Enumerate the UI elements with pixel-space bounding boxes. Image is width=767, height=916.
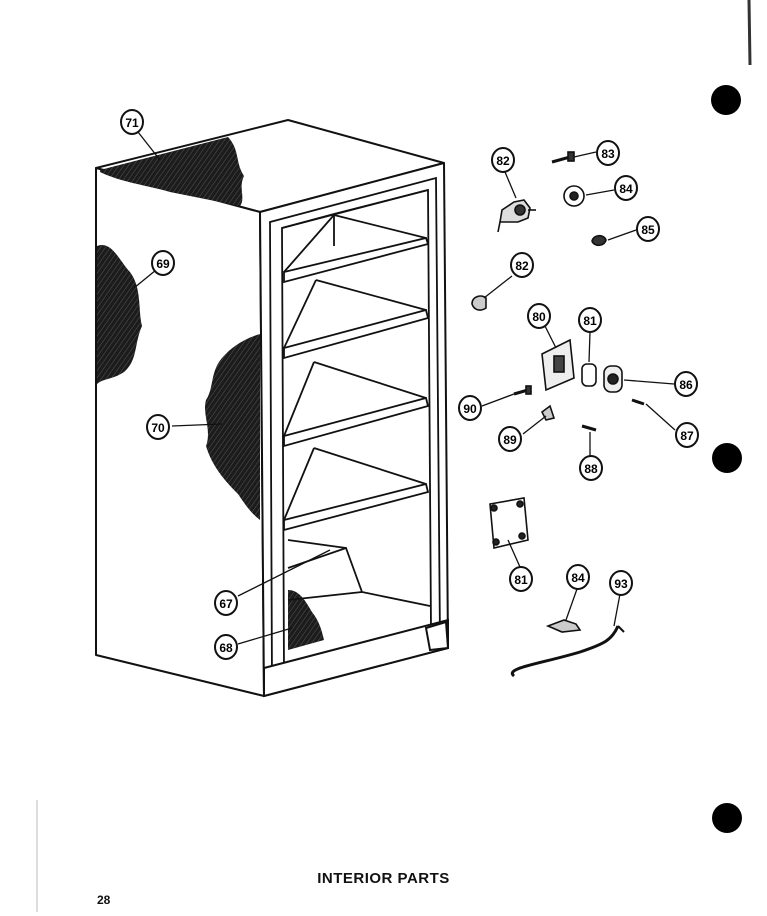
callout-circle: [578, 307, 602, 333]
callout-label: 70: [151, 421, 165, 435]
callout-81: 81: [578, 307, 602, 333]
edge-mark: [747, 0, 752, 66]
callout-93: 93: [609, 570, 633, 596]
screw-part: [551, 151, 575, 164]
callout-circle: [596, 140, 620, 166]
callout-circle: [614, 175, 638, 201]
callout-label: 88: [584, 462, 598, 476]
callout-80: 80: [527, 303, 551, 329]
callout-label: 84: [571, 571, 585, 585]
callout-circle: [458, 395, 482, 421]
callout-circle: [498, 426, 522, 452]
callout-circle: [527, 303, 551, 329]
binder-hole-mark: [712, 803, 742, 833]
callout-circle: [120, 109, 144, 135]
callout-circle: [214, 634, 238, 660]
callout-71: 71: [120, 109, 144, 135]
callout-68: 68: [214, 634, 238, 660]
callout-label: 85: [641, 223, 655, 237]
callout-87: 87: [675, 422, 699, 448]
callout-label: 89: [503, 433, 517, 447]
clip-part: [591, 234, 607, 247]
small-parts: [471, 151, 645, 678]
callout-circle: [510, 252, 534, 278]
callout-label: 84: [619, 182, 633, 196]
callout-circle: [491, 147, 515, 173]
callout-label: 81: [583, 314, 597, 328]
switch-plate-part: [541, 338, 575, 392]
callouts: 71 69 70 67 68 82 83 84 85 82 80 81 86 90 87 89 88 81 84 93: [120, 109, 699, 660]
callout-label: 87: [680, 429, 694, 443]
page-number: 28: [97, 893, 111, 907]
cabinet-base: [263, 618, 450, 698]
callout-88: 88: [579, 455, 603, 481]
callout-84: 84: [614, 175, 638, 201]
callout-label: 83: [601, 147, 615, 161]
callout-89: 89: [498, 426, 522, 452]
insulation-side-middle: [205, 334, 260, 520]
callout-circle: [146, 414, 170, 440]
insulation-bottom: [288, 590, 324, 650]
insulation-top: [100, 137, 244, 206]
callout-label: 81: [514, 573, 528, 587]
socket-part: [603, 365, 623, 393]
callout-label: 80: [532, 310, 546, 324]
callout-85: 85: [636, 216, 660, 242]
callout-label: 86: [679, 378, 693, 392]
callout-82: 82: [491, 147, 515, 173]
callout-69: 69: [151, 250, 175, 276]
callout-label: 71: [125, 116, 139, 130]
callout-70: 70: [146, 414, 170, 440]
callout-label: 90: [463, 402, 477, 416]
bracket-part: [545, 619, 582, 633]
callout-90: 90: [458, 395, 482, 421]
callout-label: 67: [219, 597, 233, 611]
callout-label: 69: [156, 257, 170, 271]
callout-circle: [509, 566, 533, 592]
screw-part: [581, 424, 597, 432]
binder-hole-mark: [712, 443, 742, 473]
callout-label: 82: [515, 259, 529, 273]
grommet-part: [471, 295, 487, 311]
callout-84: 84: [566, 564, 590, 590]
screw-part: [631, 398, 645, 406]
callout-label: 68: [219, 641, 233, 655]
callout-circle: [579, 455, 603, 481]
figure-caption: INTERIOR PARTS: [317, 870, 450, 887]
callout-86: 86: [674, 371, 698, 397]
shelves: [283, 214, 431, 607]
callout-circle: [151, 250, 175, 276]
callout-circle: [675, 422, 699, 448]
callout-circle: [609, 570, 633, 596]
callout-circle: [566, 564, 590, 590]
thermostat-bracket-part: [497, 199, 536, 233]
callout-83: 83: [596, 140, 620, 166]
insulation-side-upper: [97, 244, 142, 384]
screw-part: [513, 385, 532, 396]
callout-circle: [636, 216, 660, 242]
knob-part: [563, 185, 585, 207]
callout-label: 93: [614, 577, 628, 591]
callout-81: 81: [509, 566, 533, 592]
leader-lines: [133, 131, 676, 645]
callout-label: 82: [496, 154, 510, 168]
lens-part: [581, 363, 597, 387]
callout-67: 67: [214, 590, 238, 616]
callout-82: 82: [510, 252, 534, 278]
cord-part: [510, 625, 625, 678]
binder-hole-mark: [711, 85, 741, 115]
callout-circle: [214, 590, 238, 616]
mounting-plate-part: [489, 497, 529, 549]
callout-circle: [674, 371, 698, 397]
